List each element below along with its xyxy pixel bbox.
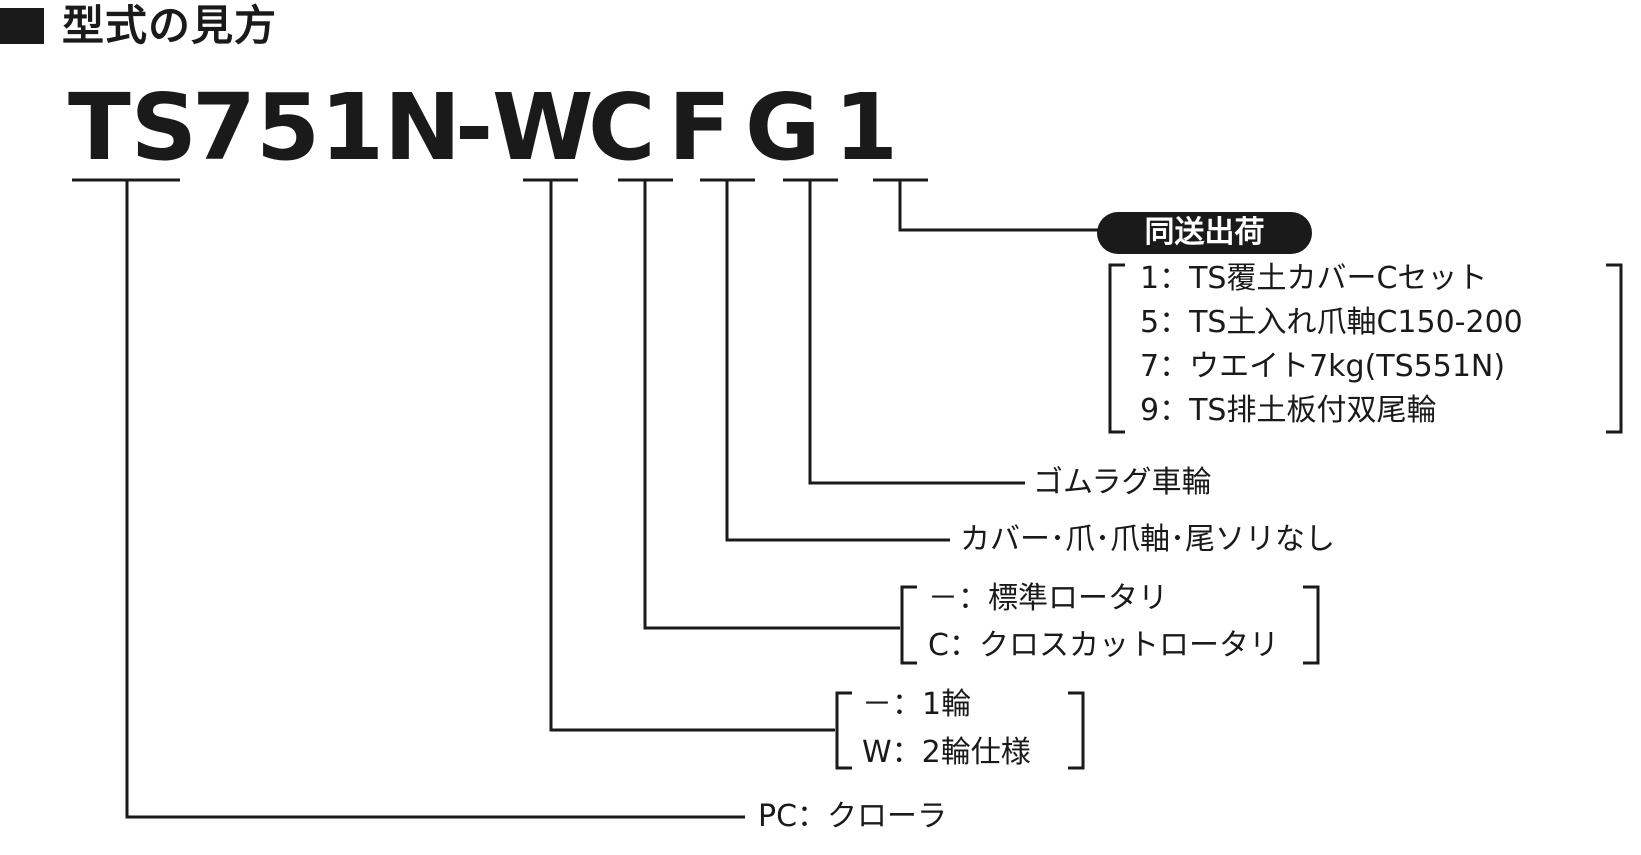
bracket-shipping-right bbox=[1606, 263, 1623, 434]
label-ts: PC：クローラ bbox=[758, 799, 948, 834]
connector-c bbox=[643, 180, 900, 630]
label-f: カバー･爪･爪軸･尾ソリなし bbox=[960, 522, 1335, 557]
bracket-c-right bbox=[1303, 585, 1320, 665]
bracket-c-left bbox=[900, 585, 917, 665]
header-square-icon bbox=[0, 8, 44, 44]
connector-g bbox=[808, 180, 1025, 485]
shipping-option-9: 9：TS排土板付双尾輪 bbox=[1140, 393, 1437, 428]
code-1: 1 bbox=[834, 74, 899, 181]
bracket-w-right bbox=[1068, 691, 1085, 770]
shipping-badge: 同送出荷 bbox=[1097, 212, 1312, 254]
shipping-option-1: 1：TS覆土カバーCセット bbox=[1140, 261, 1488, 296]
code-751n: 751N bbox=[192, 74, 462, 181]
w-option-double: W：2輪仕様 bbox=[862, 735, 1031, 770]
shipping-option-5: 5：TS土入れ爪軸C150-200 bbox=[1140, 305, 1523, 340]
c-option-standard: －：標準ロータリ bbox=[928, 581, 1168, 616]
code-w: W bbox=[492, 74, 594, 181]
label-g: ゴムラグ車輪 bbox=[1033, 465, 1212, 500]
code-g: G bbox=[745, 74, 821, 181]
connector-ts bbox=[125, 180, 745, 819]
bracket-w-left bbox=[835, 691, 852, 770]
w-option-single: －：1輪 bbox=[862, 687, 972, 722]
connector-f bbox=[725, 180, 950, 542]
code-c: C bbox=[588, 74, 656, 181]
connector-w bbox=[549, 180, 835, 732]
code-ts: TS bbox=[68, 74, 198, 181]
code-f: F bbox=[668, 74, 731, 181]
connector-shipping bbox=[898, 180, 1100, 232]
code-dash: - bbox=[455, 74, 494, 181]
bracket-shipping-left bbox=[1108, 263, 1125, 434]
shipping-option-7: 7：ウエイト7kg(TS551N) bbox=[1140, 349, 1506, 384]
c-option-crosscut: C：クロスカットロータリ bbox=[928, 628, 1279, 663]
page-title: 型式の見方 bbox=[62, 1, 278, 50]
